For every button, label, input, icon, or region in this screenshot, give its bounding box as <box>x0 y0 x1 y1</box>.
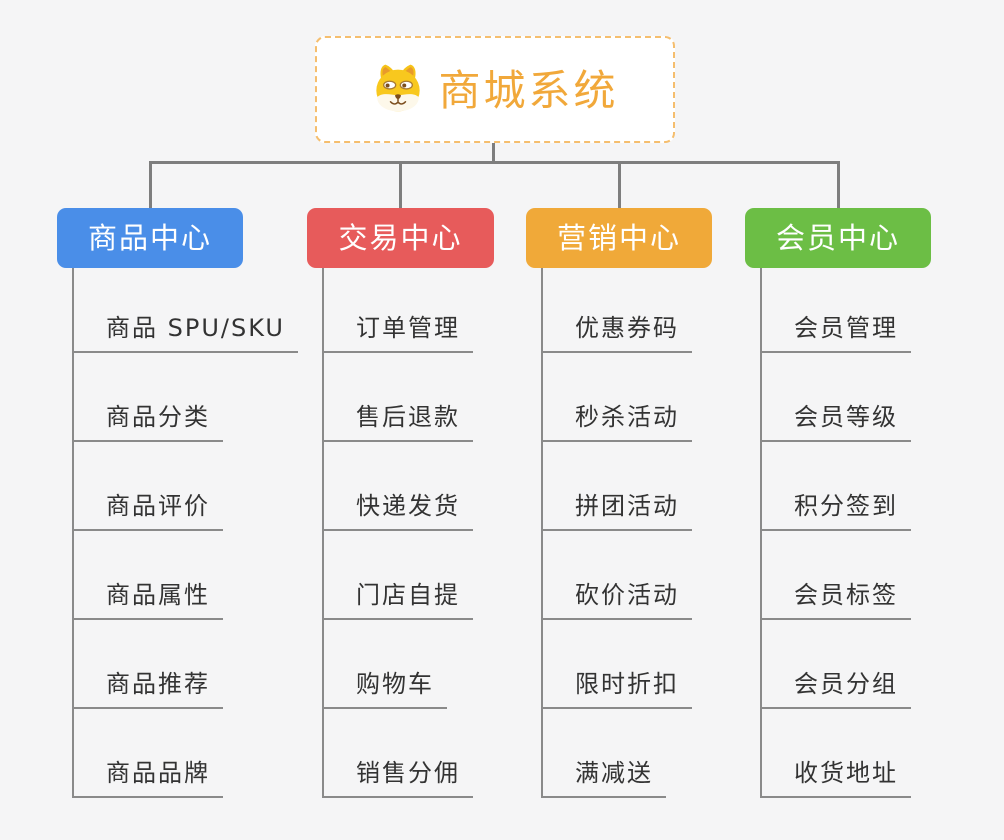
connector-branch-stem <box>149 161 152 208</box>
leaf-node[interactable]: 销售分佣 <box>322 759 473 798</box>
root-node[interactable]: 商城系统 <box>315 36 675 143</box>
branch-node-member-center[interactable]: 会员中心 <box>745 208 931 268</box>
leaf-node[interactable]: 积分签到 <box>760 492 911 531</box>
branch-node-trade-center[interactable]: 交易中心 <box>307 208 494 268</box>
connector-horizontal-rail <box>149 161 840 164</box>
shiba-dog-icon <box>371 63 425 117</box>
connector-root-stem <box>492 143 495 162</box>
leaf-node[interactable]: 快递发货 <box>322 492 473 531</box>
leaf-node[interactable]: 会员管理 <box>760 314 911 353</box>
leaf-node[interactable]: 砍价活动 <box>541 581 692 620</box>
connector-branch-stem <box>618 161 621 208</box>
leaf-node[interactable]: 商品属性 <box>72 581 223 620</box>
connector-branch-stem <box>399 161 402 208</box>
leaf-node[interactable]: 会员标签 <box>760 581 911 620</box>
connector-branch-stem <box>837 161 840 208</box>
leaf-node[interactable]: 商品分类 <box>72 403 223 442</box>
leaf-node[interactable]: 限时折扣 <box>541 670 692 709</box>
leaf-node[interactable]: 购物车 <box>322 670 447 709</box>
leaf-node[interactable]: 收货地址 <box>760 759 911 798</box>
connector-branch-spine <box>72 268 74 798</box>
leaf-node[interactable]: 优惠券码 <box>541 314 692 353</box>
branch-node-marketing-center[interactable]: 营销中心 <box>526 208 712 268</box>
leaf-node[interactable]: 商品推荐 <box>72 670 223 709</box>
leaf-node[interactable]: 满减送 <box>541 759 666 798</box>
leaf-node[interactable]: 门店自提 <box>322 581 473 620</box>
connector-branch-spine <box>322 268 324 798</box>
connector-branch-spine <box>541 268 543 798</box>
leaf-node[interactable]: 拼团活动 <box>541 492 692 531</box>
leaf-node[interactable]: 商品评价 <box>72 492 223 531</box>
branch-node-product-center[interactable]: 商品中心 <box>57 208 243 268</box>
leaf-node[interactable]: 秒杀活动 <box>541 403 692 442</box>
leaf-node[interactable]: 订单管理 <box>322 314 473 353</box>
leaf-node[interactable]: 商品品牌 <box>72 759 223 798</box>
leaf-node[interactable]: 会员分组 <box>760 670 911 709</box>
root-title: 商城系统 <box>438 65 619 115</box>
leaf-node[interactable]: 会员等级 <box>760 403 911 442</box>
connector-branch-spine <box>760 268 762 798</box>
leaf-node[interactable]: 商品 SPU/SKU <box>72 314 298 353</box>
leaf-node[interactable]: 售后退款 <box>322 403 473 442</box>
